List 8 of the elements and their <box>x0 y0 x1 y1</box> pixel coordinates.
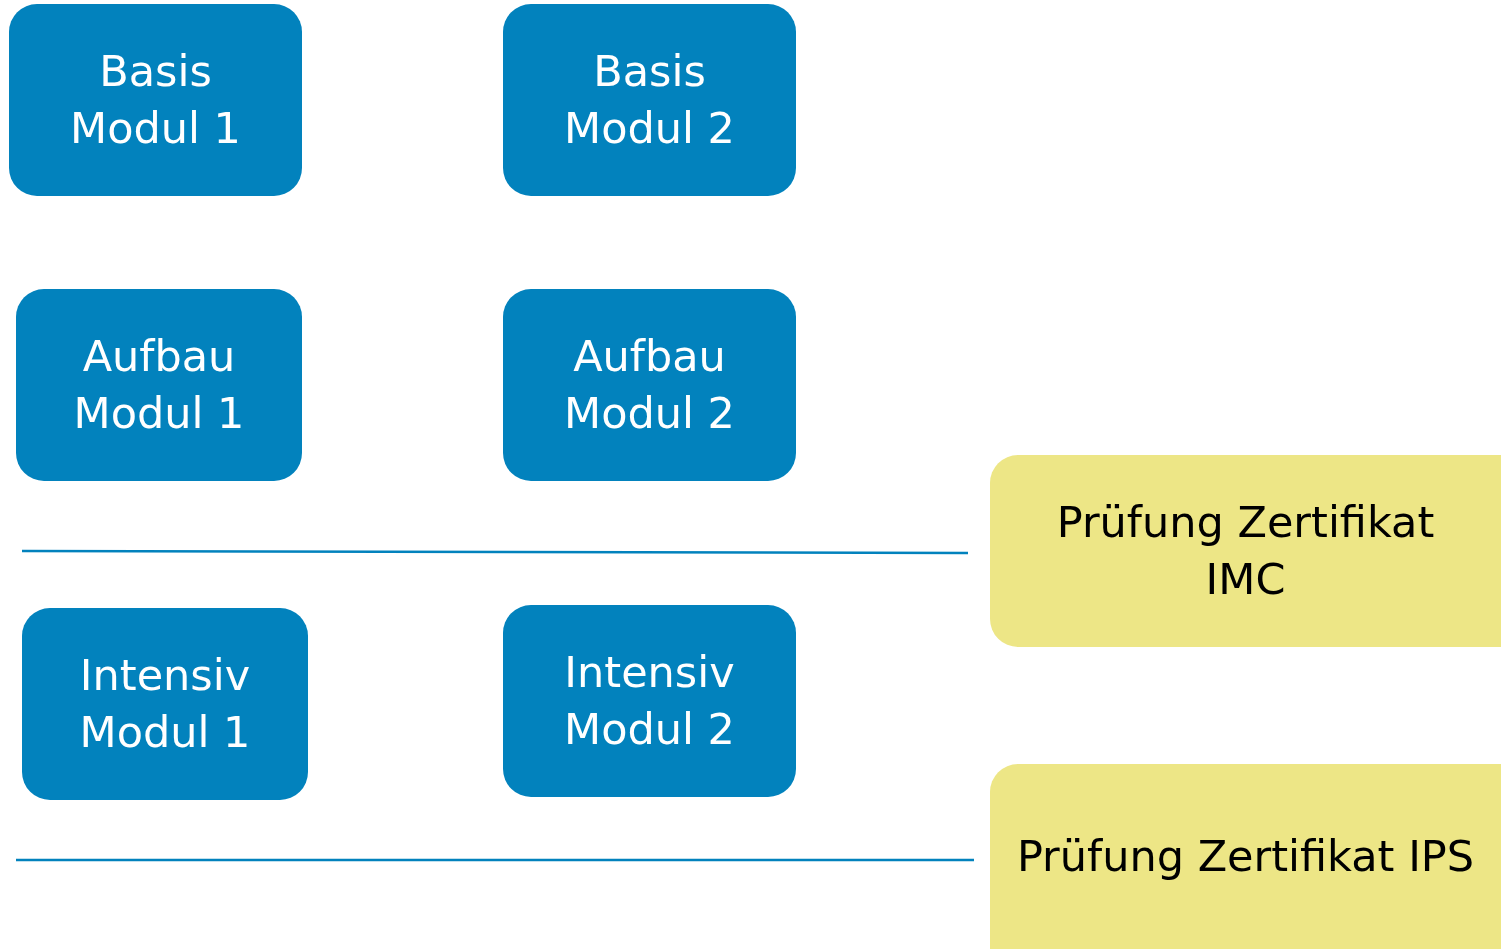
module-box: Aufbau Modul 1 <box>16 289 302 481</box>
module-box: Intensiv Modul 1 <box>22 608 308 800</box>
module-box: Basis Modul 1 <box>9 4 302 196</box>
exam-box: Prüfung Zertifikat IPS <box>990 764 1501 949</box>
module-box: Aufbau Modul 2 <box>503 289 796 481</box>
exam-box: Prüfung Zertifikat IMC <box>990 455 1501 647</box>
module-box: Intensiv Modul 2 <box>503 605 796 797</box>
module-box: Basis Modul 2 <box>503 4 796 196</box>
